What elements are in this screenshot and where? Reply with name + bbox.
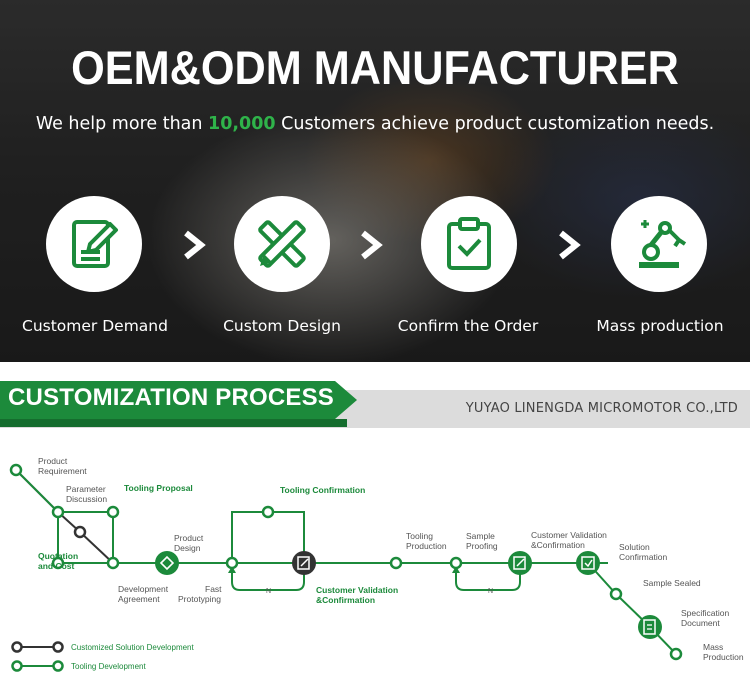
- chevron-right-icon: [559, 230, 581, 260]
- loop-mark: N: [488, 588, 493, 595]
- step-customer-demand-circle: [46, 196, 142, 292]
- chevron-right-icon: [361, 230, 383, 260]
- step-custom-design-circle: [234, 196, 330, 292]
- step-label-mass-production: Mass production: [596, 317, 724, 335]
- section-title: CUSTOMIZATION PROCESS: [8, 384, 334, 411]
- label-tooling-proposal: Tooling Proposal: [124, 483, 193, 493]
- label-customer-validation-1: Customer Validation&Confirmation: [316, 585, 398, 605]
- loop-arrow-icon: [452, 566, 460, 573]
- legend-tooling-development: Tooling Development: [11, 660, 146, 672]
- step-label-custom-design: Custom Design: [223, 317, 341, 335]
- step-confirm-order-circle: [421, 196, 517, 292]
- subtitle-text-after: Customers achieve product customization …: [275, 114, 715, 134]
- subtitle-text-before: We help more than: [35, 114, 209, 134]
- label-sample-sealed: Sample Sealed: [643, 578, 701, 588]
- specification-document-icon: [638, 615, 662, 639]
- label-tooling-confirmation: Tooling Confirmation: [280, 485, 365, 495]
- green-path-lines: [15, 469, 677, 655]
- robot-arm-icon: [639, 220, 687, 268]
- flow-node-dark: [73, 525, 87, 539]
- legend-label: Customized Solution Development: [71, 643, 195, 652]
- hero-section: OEM&ODM MANUFACTURER We help more than 1…: [0, 0, 750, 362]
- customer-validation-icon: [508, 551, 532, 575]
- solution-confirmation-icon: [576, 551, 600, 575]
- label-customer-validation-2: Customer Validation&Confirmation: [531, 530, 607, 550]
- legend-customized-solution: Customized Solution Development: [11, 641, 195, 653]
- flow-nodes: [9, 463, 683, 661]
- step-mass-production-circle: [611, 196, 707, 292]
- banner-accent: [0, 419, 347, 427]
- loop-mark: N: [266, 588, 271, 595]
- chevron-right-icon: [184, 230, 206, 260]
- clipboard-check-icon: [447, 217, 491, 270]
- step-label-confirm-order: Confirm the Order: [397, 317, 539, 335]
- hero-subtitle: We help more than 10,000 Customers achie…: [0, 114, 750, 134]
- loop-arrow-icon: [228, 566, 236, 573]
- hero-title: OEM&ODM MANUFACTURER: [71, 41, 679, 94]
- customer-count: 10,000: [208, 114, 276, 134]
- hero-overlay: [0, 0, 750, 362]
- legend-label: Tooling Development: [71, 662, 146, 671]
- banner-ribbon: [0, 381, 357, 419]
- company-name: YUYAO LINENGDA MICROMOTOR CO.,LTD: [465, 401, 738, 416]
- pencil-ruler-icon: [258, 220, 306, 268]
- customer-validation-icon: [292, 551, 316, 575]
- step-label-customer-demand: Customer Demand: [22, 317, 168, 335]
- product-design-icon: [155, 551, 179, 575]
- document-pen-icon: [72, 220, 118, 268]
